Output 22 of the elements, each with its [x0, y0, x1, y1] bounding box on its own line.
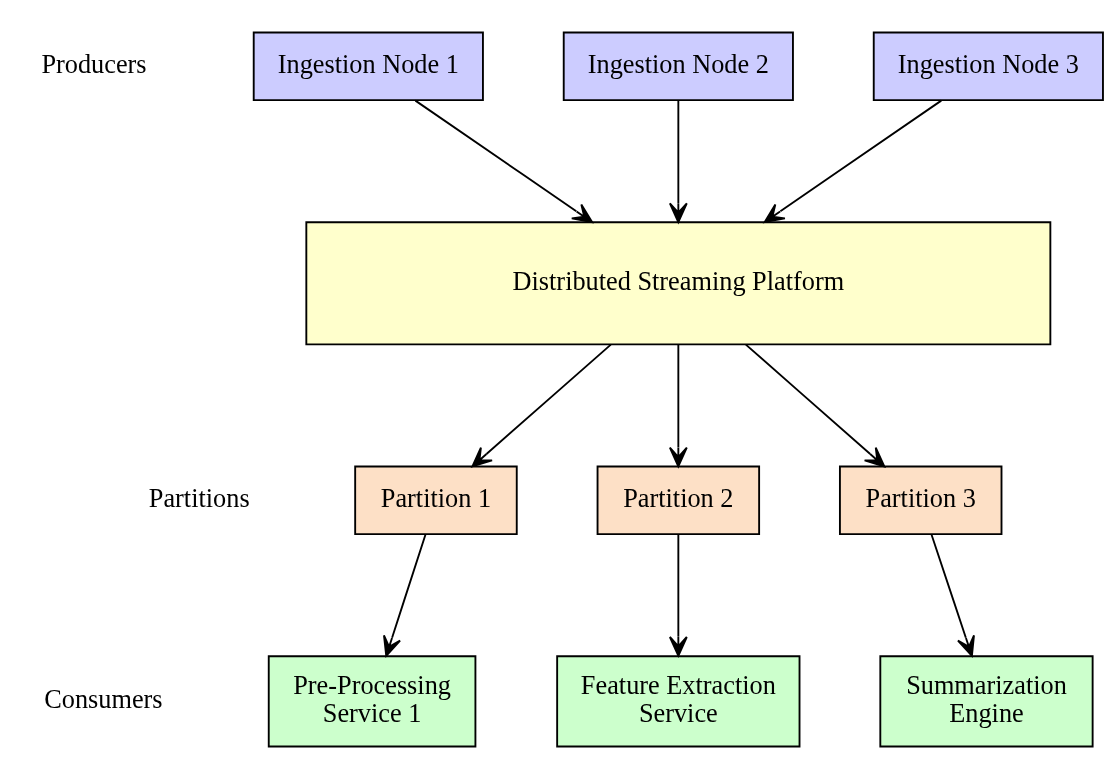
arrow — [668, 343, 688, 467]
node-box: Feature Extraction Service — [556, 654, 801, 747]
arrow — [763, 99, 943, 223]
label: Consumers — [44, 684, 163, 714]
arrow — [668, 533, 688, 657]
node-box: Distributed Streaming Platform — [305, 220, 1052, 345]
label: Producers — [41, 49, 147, 79]
node-box: Summarization Engine — [879, 654, 1094, 747]
arrow — [471, 343, 612, 467]
node-box: Partition 3 — [838, 465, 1003, 535]
arrow — [383, 533, 427, 657]
node-box: Partition 2 — [596, 465, 761, 535]
node-box: Ingestion Node 2 — [562, 31, 794, 101]
node-box: Ingestion Node 3 — [872, 31, 1104, 101]
arrow — [414, 99, 593, 223]
node-box: Ingestion Node 1 — [252, 31, 484, 101]
arrow — [744, 343, 886, 467]
arrow — [668, 99, 688, 223]
node-box: Partition 1 — [354, 465, 518, 535]
node-box: Pre-Processing Service 1 — [267, 654, 477, 747]
label: Partitions — [148, 483, 250, 513]
arrow — [930, 533, 975, 657]
